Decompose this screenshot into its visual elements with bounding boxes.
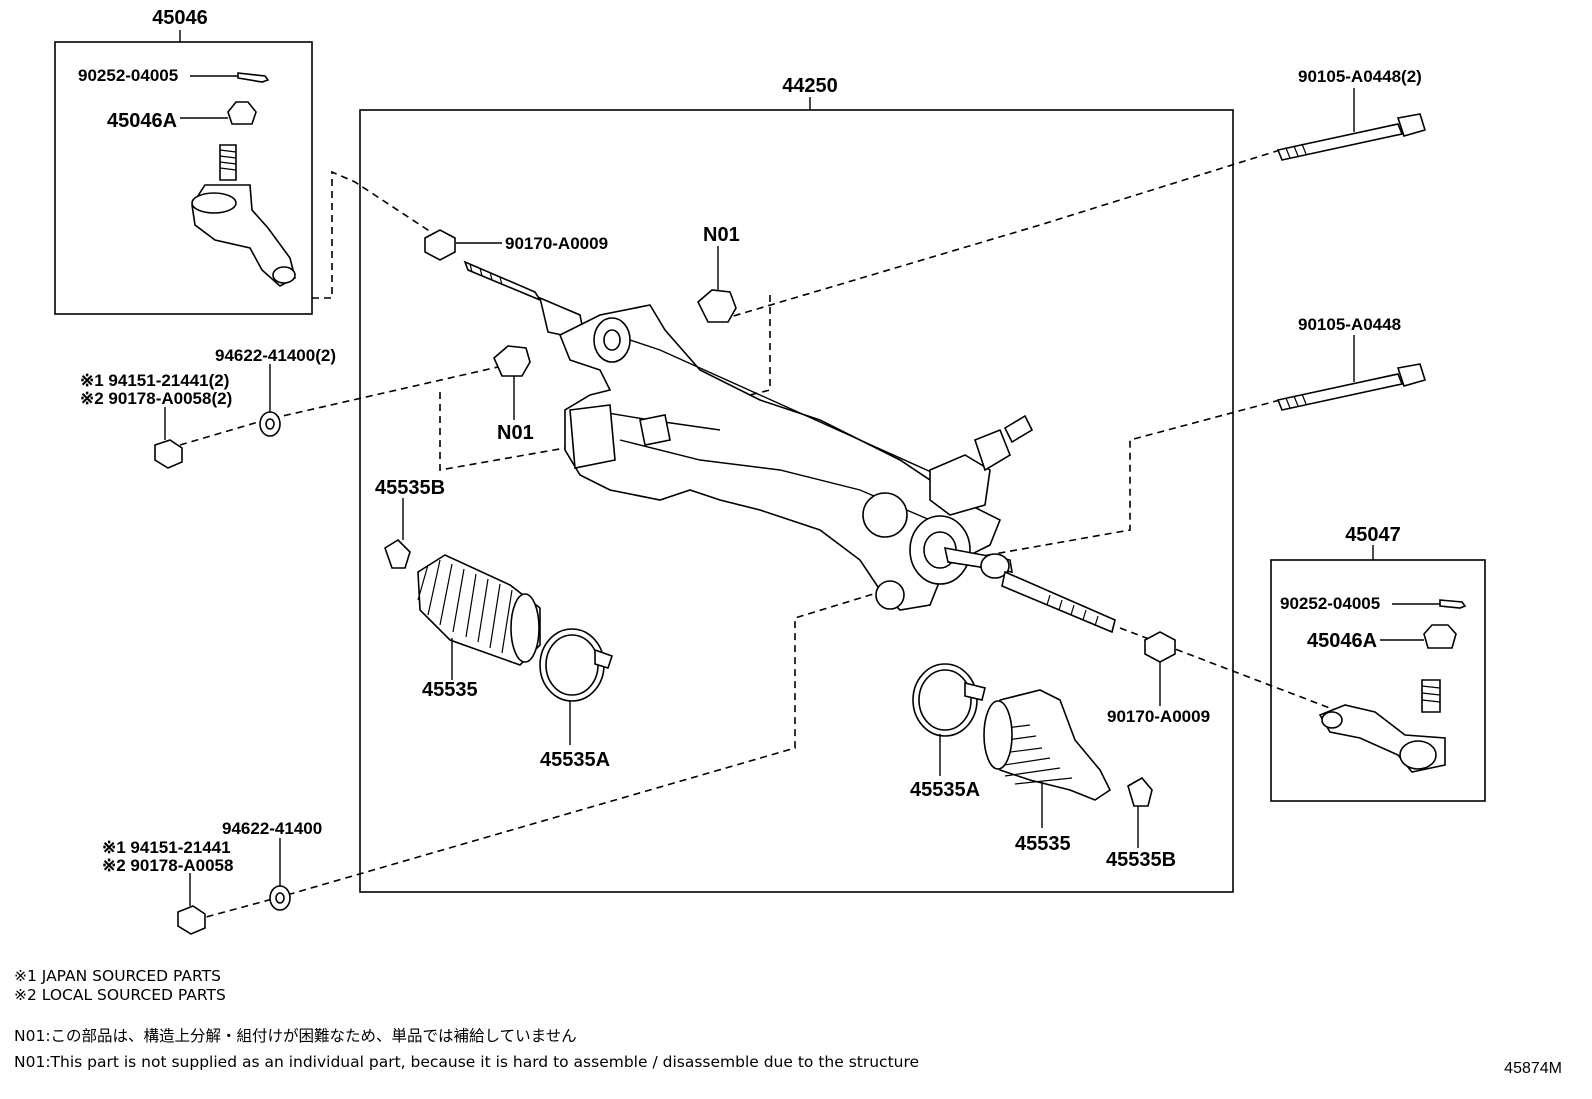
bushing-n01-bottom — [493, 345, 531, 377]
label-45046A-left: 45046A — [107, 110, 177, 132]
label-90170-left: 90170-A0009 — [505, 234, 608, 253]
label-45047: 45047 — [1345, 524, 1401, 546]
label-45535B-right: 45535B — [1106, 849, 1176, 871]
steering-rack — [463, 260, 1116, 634]
label-nut-top-2: ※2 90178-A0058(2) — [80, 389, 232, 408]
clamp-45535A-left — [539, 628, 614, 702]
bolt-long-top — [1276, 113, 1427, 161]
hex-nut-right — [1144, 631, 1176, 663]
box-45046 — [54, 41, 313, 315]
boot-45535-right — [983, 689, 1112, 801]
note-n01-english: N01:This part is not supplied as an indi… — [14, 1053, 920, 1071]
label-n01-top: N01 — [703, 224, 740, 246]
clip-45535B-left — [384, 538, 411, 569]
box-44250 — [359, 109, 1234, 893]
label-45535-left: 45535 — [422, 679, 478, 701]
bushing-n01-top — [697, 289, 737, 323]
dashed-assembly-lines — [179, 149, 1336, 921]
label-nut-bottom-1: ※1 94151-21441 — [102, 838, 231, 857]
label-44250: 44250 — [782, 75, 838, 97]
flange-nut-bottom — [177, 905, 206, 935]
label-90252-right: 90252-04005 — [1280, 594, 1380, 613]
label-94622-top: 94622-41400(2) — [215, 346, 336, 365]
note-local-sourced: ※2 LOCAL SOURCED PARTS — [14, 986, 226, 1004]
note-japan-sourced: ※1 JAPAN SOURCED PARTS — [14, 967, 221, 985]
label-nut-bottom-2: ※2 90178-A0058 — [102, 856, 233, 875]
label-94622-bottom: 94622-41400 — [222, 819, 322, 838]
boot-45535-left — [417, 554, 541, 666]
label-45535B-left: 45535B — [375, 477, 445, 499]
label-90105-top: 90105-A0448(2) — [1298, 67, 1422, 86]
flange-nut-top — [154, 439, 183, 469]
label-n01-bottom: N01 — [497, 422, 534, 444]
hex-nut-left — [424, 229, 456, 261]
tie-rod-end-left — [180, 72, 296, 287]
label-45535-right: 45535 — [1015, 833, 1071, 855]
clip-45535B-right — [1127, 776, 1153, 807]
bolt-long-mid — [1276, 363, 1427, 411]
label-nut-top-1: ※1 94151-21441(2) — [80, 371, 229, 390]
diagram-code: 45874M — [1504, 1060, 1562, 1077]
label-90170-right: 90170-A0009 — [1107, 707, 1210, 726]
note-n01-japanese: N01:この部品は、構造上分解・組付けが困難なため、単品では補給していません — [14, 1027, 577, 1045]
label-45535A-right: 45535A — [910, 779, 980, 801]
label-90105-mid: 90105-A0448 — [1298, 315, 1401, 334]
label-45535A-left: 45535A — [540, 749, 610, 771]
label-45046: 45046 — [152, 7, 208, 29]
clamp-45535A-right — [912, 663, 986, 737]
label-45046A-right: 45046A — [1307, 630, 1377, 652]
tie-rod-end-right — [1318, 599, 1467, 773]
box-45047 — [1270, 559, 1486, 802]
label-90252-left: 90252-04005 — [78, 66, 178, 85]
